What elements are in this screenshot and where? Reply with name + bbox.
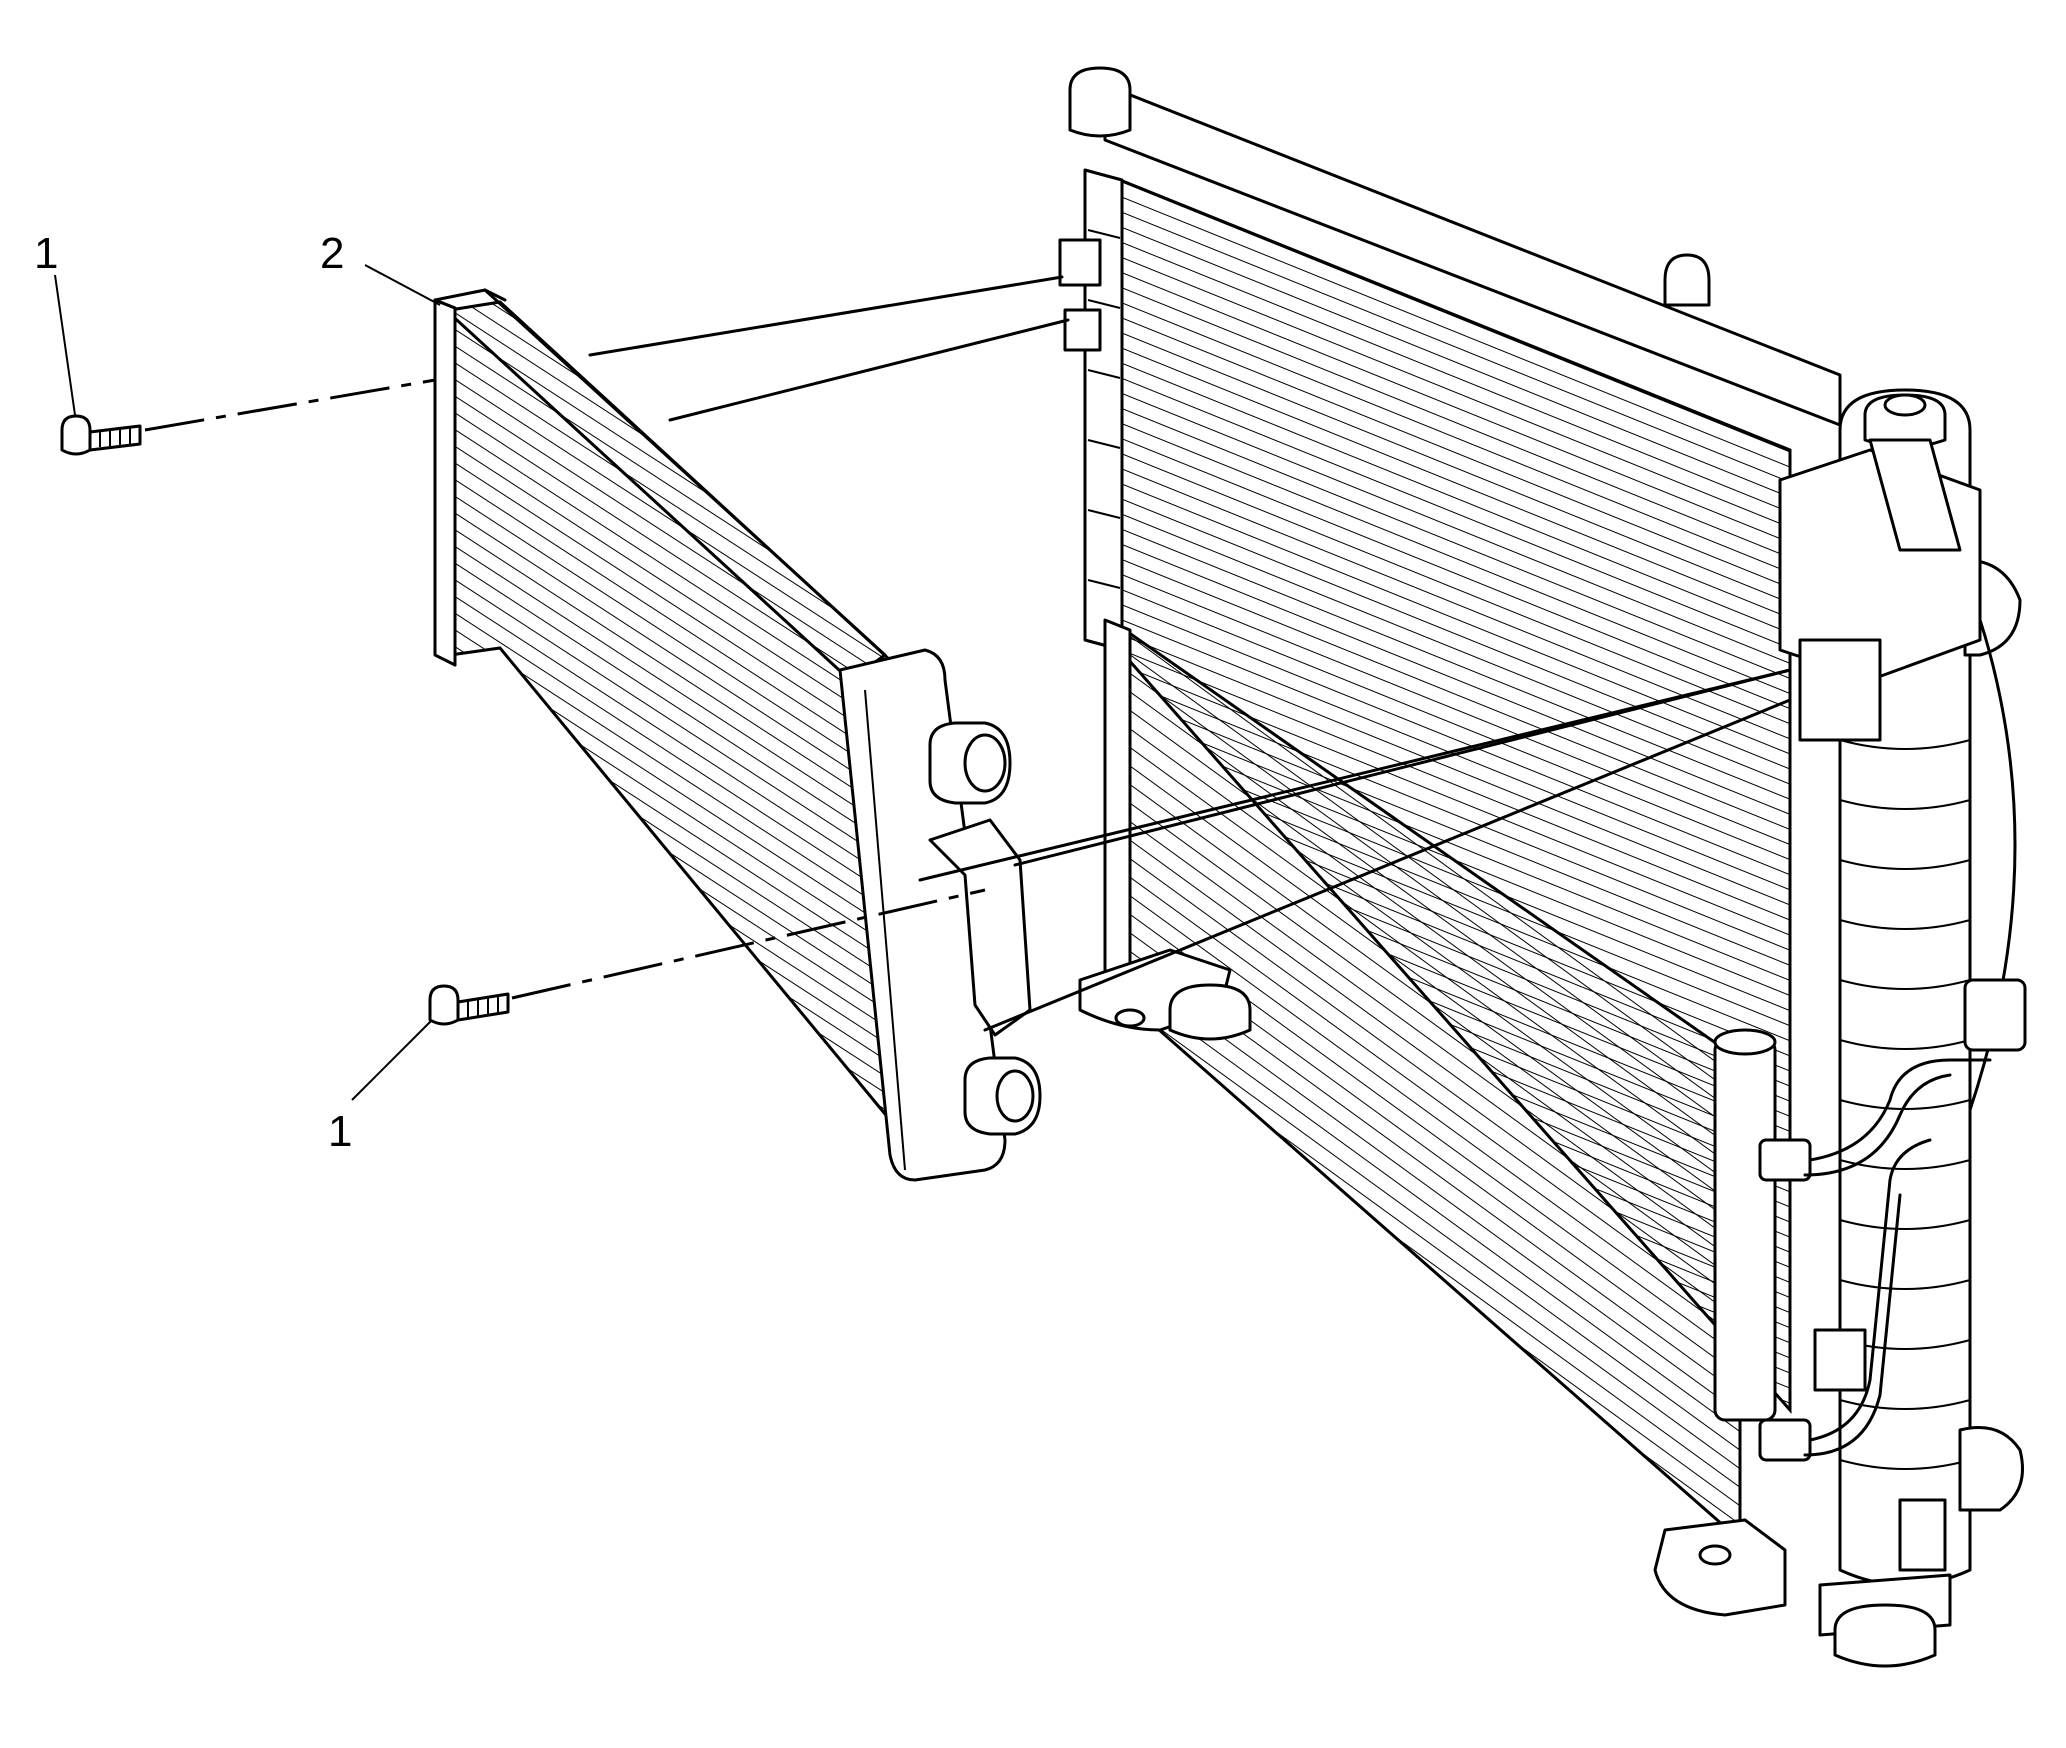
callout-cooler: 2 — [320, 229, 345, 278]
bolt-lower — [428, 984, 510, 1026]
callout-leaders — [54, 264, 441, 1101]
callout-bolt-upper: 1 — [34, 229, 59, 278]
bolt-upper — [60, 414, 142, 456]
callout-bolt-lower: 1 — [328, 1107, 353, 1156]
condenser — [1078, 618, 1777, 1544]
alignment-lines — [144, 275, 1792, 1032]
radiator-side-tank — [1653, 388, 2027, 1668]
oil-cooler — [433, 288, 1042, 1182]
